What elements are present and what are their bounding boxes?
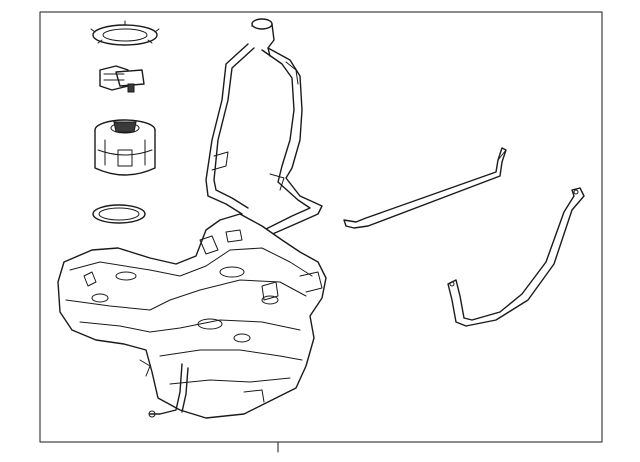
filler-pipe[interactable]: [205, 18, 323, 237]
strap-lower[interactable]: [447, 187, 585, 327]
fuel-pump-module[interactable]: [94, 119, 156, 176]
pressure-sensor[interactable]: [99, 65, 145, 93]
strap-upper[interactable]: [343, 147, 507, 229]
lock-ring[interactable]: [90, 20, 160, 46]
diagram-frame: [39, 11, 603, 453]
fuel-tank[interactable]: [57, 213, 327, 419]
pump-seal[interactable]: [92, 204, 146, 224]
